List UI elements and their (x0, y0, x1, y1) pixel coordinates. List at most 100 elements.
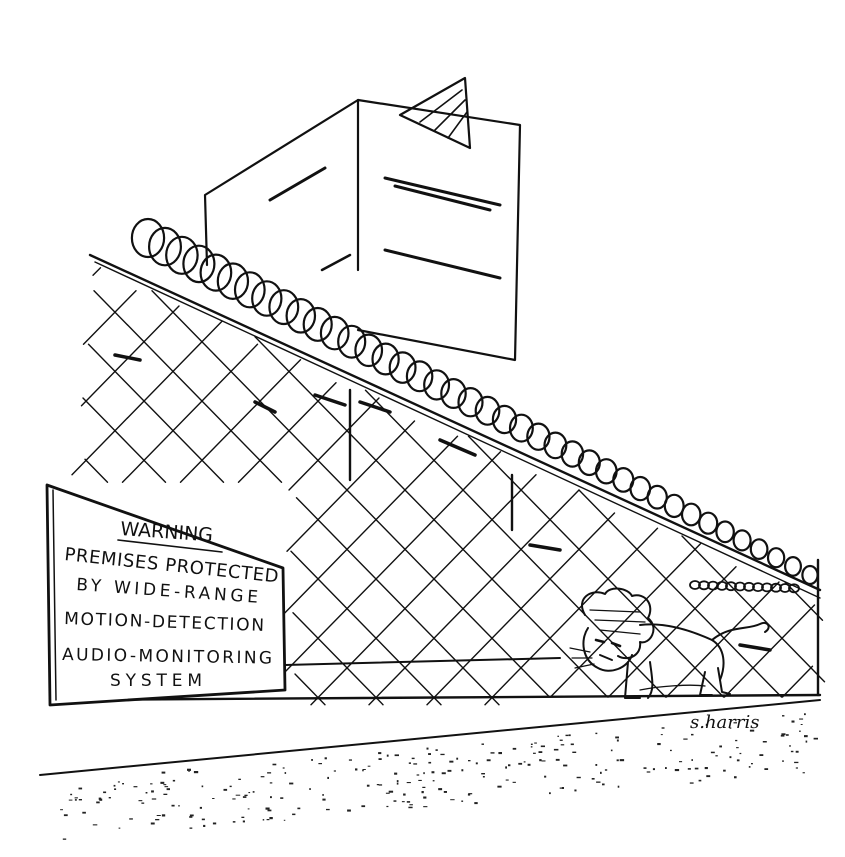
ground-dot (150, 822, 155, 825)
ground-dot (481, 743, 484, 745)
ground-dot (289, 782, 294, 785)
ground-dot (423, 806, 428, 808)
ground-dot (103, 791, 107, 794)
ground-dot (661, 727, 665, 729)
ground-dot (619, 759, 625, 762)
ground-dot (652, 768, 655, 771)
coil-loop (371, 342, 400, 376)
ground-dot (759, 754, 764, 756)
ground-dot (574, 789, 577, 792)
ground-dot (151, 798, 157, 800)
chain-link-mesh (71, 267, 826, 706)
ground-dot (161, 814, 166, 817)
ground-dot (242, 796, 247, 798)
ground-dot (456, 757, 459, 760)
ground-dot (739, 752, 742, 755)
ground-dot (560, 744, 565, 746)
coil-loop (233, 271, 266, 309)
ground-dot (549, 792, 551, 795)
ground-dot (223, 788, 228, 791)
ground-dot (449, 760, 454, 763)
ground-dot (172, 779, 176, 782)
coil-loop (405, 360, 434, 393)
coil-loop (216, 262, 250, 301)
ground-dot (450, 799, 455, 801)
ground-dot (468, 793, 473, 795)
sign-line-5: SYSTEM (110, 671, 202, 691)
ground-dot (813, 737, 818, 740)
mesh-wire (87, 343, 225, 483)
ground-dot (74, 797, 78, 799)
ground-dot (322, 798, 326, 801)
ground-dot (540, 745, 545, 748)
ground-dot (616, 759, 619, 762)
ground-dot (201, 818, 205, 821)
coil-loop (749, 538, 769, 560)
ground-dot (267, 809, 272, 812)
coil-loop (732, 529, 752, 552)
ground-dot (530, 743, 533, 745)
ground-dot (284, 772, 287, 774)
ground-dot (657, 743, 661, 746)
ground-dot (212, 798, 215, 799)
ground-dot (63, 814, 68, 817)
ground-dot (327, 776, 329, 779)
ground-dot (570, 743, 574, 746)
coil-loop (388, 351, 417, 384)
ground-dot (497, 785, 502, 788)
ground-dot (324, 757, 327, 760)
ground-dot (269, 817, 273, 820)
ground-dot (735, 739, 738, 742)
mesh-wire (665, 581, 780, 698)
ground-dot (428, 761, 432, 764)
ground-dot (602, 783, 605, 786)
ground-dot (691, 733, 694, 736)
ground-dot (232, 798, 236, 800)
ground-dot (232, 821, 236, 823)
ground-dot (78, 799, 82, 801)
ground-dot (615, 736, 619, 739)
coil-loop (715, 520, 735, 544)
ground-dot (729, 756, 732, 759)
artist-signature: s.harris (690, 712, 760, 733)
mesh-wire (282, 451, 502, 675)
ground-dot (326, 808, 330, 811)
ground-dot (229, 785, 232, 788)
coil-loop (285, 297, 317, 334)
ground-dot (408, 762, 411, 764)
ground-dot (799, 718, 804, 720)
ground-dot (782, 760, 784, 762)
coil-loop (199, 253, 233, 292)
ground-dot (393, 800, 397, 802)
ground-dot (762, 741, 767, 743)
ground-dot (138, 800, 143, 802)
ground-dot (161, 771, 166, 774)
ground-dot (394, 772, 398, 775)
mesh-wire (784, 581, 824, 621)
ground-dot (565, 734, 569, 737)
ground-dot (591, 778, 595, 780)
mesh-wire (295, 497, 500, 706)
ground-dot (260, 776, 265, 778)
ground-dot (241, 816, 245, 818)
ground-dot (679, 761, 683, 763)
ground-dot (187, 768, 191, 771)
coil-loop (457, 387, 484, 418)
sign-line-4: AUDIO-MONITORING (62, 645, 272, 669)
ground-dot (238, 778, 241, 780)
ground-dot (376, 784, 379, 786)
mesh-wire (467, 435, 725, 698)
mesh-wire (92, 267, 102, 276)
ground-dot (610, 749, 613, 752)
ground-dot (604, 769, 608, 771)
ground-dot (553, 748, 559, 751)
ground-dot (347, 809, 351, 812)
ground-dot (248, 792, 251, 794)
ground-dot (568, 734, 571, 737)
mesh-wire (549, 543, 702, 698)
ground-dot (467, 793, 471, 796)
ground-dot (423, 796, 427, 799)
ground-dot (523, 761, 526, 763)
ground-dot (401, 801, 405, 803)
ground-dot (242, 820, 245, 823)
